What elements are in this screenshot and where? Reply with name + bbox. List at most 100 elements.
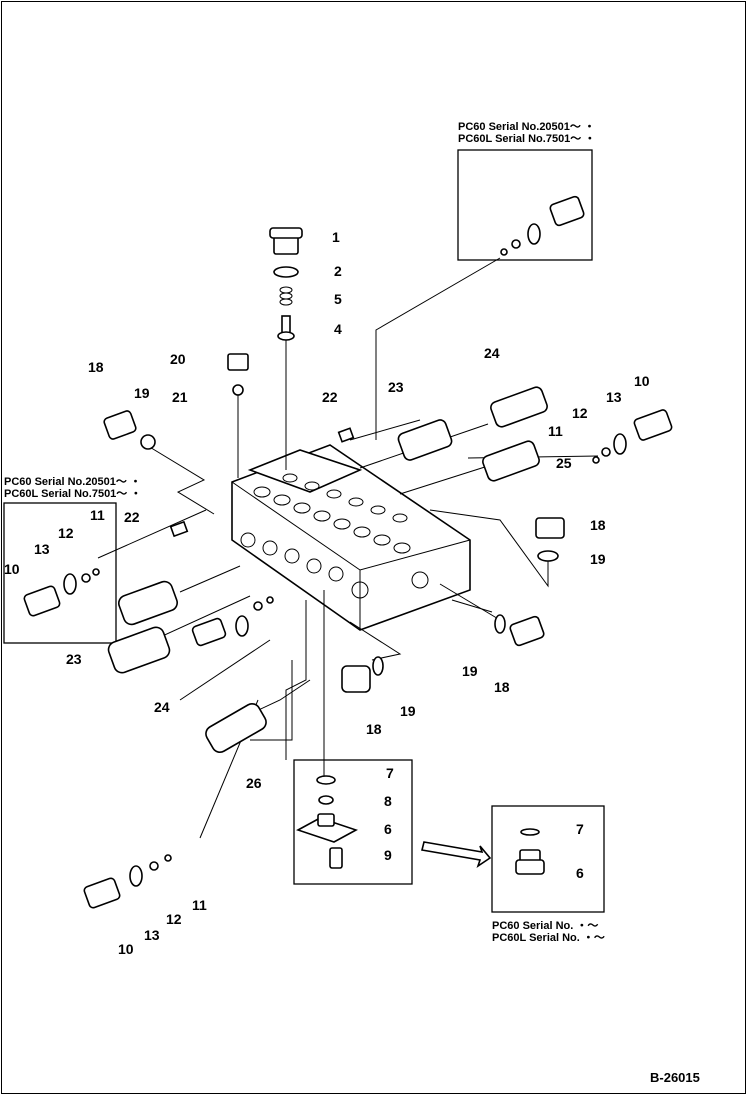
part-o-ring-19-left xyxy=(140,434,156,450)
part-valve-23-left xyxy=(118,580,178,626)
part-o-ring-13-right xyxy=(613,433,627,455)
part-relief-10-right xyxy=(633,409,673,441)
part-ring-11-top xyxy=(500,248,508,256)
callout-label: 19 xyxy=(590,551,606,567)
part-valve-25 xyxy=(482,440,540,482)
part-ring-11-left xyxy=(92,568,100,576)
callout-label: 12 xyxy=(166,911,182,927)
part-ring-11-right xyxy=(592,456,600,464)
part-spring-5 xyxy=(279,286,293,306)
inset-box-left xyxy=(3,502,117,644)
callout-label: 13 xyxy=(144,927,160,943)
callout-label: 9 xyxy=(384,847,392,863)
part-o-ring-13-left xyxy=(63,573,77,595)
part-plug-18-left xyxy=(103,410,137,440)
callout-label: 24 xyxy=(484,345,500,361)
serial-note-line: PC60L Serial No.7501～ ・ xyxy=(458,133,596,145)
serial-note-line: PC60 Serial No.20501～ ・ xyxy=(458,121,595,133)
callout-label: 1 xyxy=(332,229,340,245)
callout-label: 22 xyxy=(124,509,140,525)
callout-label: 5 xyxy=(334,291,342,307)
inset-box-bottom-right xyxy=(491,805,605,913)
part-o-ring-13-top xyxy=(527,223,541,245)
callout-label: 18 xyxy=(590,517,606,533)
callout-label: 6 xyxy=(384,821,392,837)
callout-label: 22 xyxy=(322,389,338,405)
part-o-ring-7 xyxy=(316,775,336,785)
callout-label: 7 xyxy=(576,821,584,837)
callout-label: 10 xyxy=(4,561,20,577)
callout-label: 23 xyxy=(388,379,404,395)
callout-label: 18 xyxy=(88,359,104,375)
part-o-ring-7-inset xyxy=(520,828,540,836)
part-o-ring-19-bottom xyxy=(372,656,384,676)
callout-label: 8 xyxy=(384,793,392,809)
part-plug-6-inset xyxy=(515,849,545,875)
callout-label: 19 xyxy=(462,663,478,679)
part-plug-1 xyxy=(269,227,303,255)
leader-lines xyxy=(97,257,599,839)
part-o-ring-19-right xyxy=(537,550,559,562)
serial-note-top-right: PC60 Serial No.20501～ ・ PC60L Serial No.… xyxy=(458,121,595,145)
callout-label: 7 xyxy=(386,765,394,781)
callout-label: 19 xyxy=(134,385,150,401)
part-plug-18-bottom xyxy=(341,665,371,693)
part-o-ring-21 xyxy=(232,384,244,396)
document-id: B-26015 xyxy=(650,1070,700,1085)
part-washer-8 xyxy=(318,795,334,805)
callout-label: 13 xyxy=(34,541,50,557)
callout-label: 11 xyxy=(192,897,207,913)
part-o-ring-2 xyxy=(273,266,299,278)
part-plug-22-left xyxy=(169,520,189,538)
callout-label: 11 xyxy=(548,423,563,439)
callout-label: 20 xyxy=(170,351,186,367)
callout-label: 11 xyxy=(90,507,105,523)
part-ring-center-a xyxy=(253,601,263,611)
callout-label: 19 xyxy=(400,703,416,719)
part-plug-18-lower-right xyxy=(509,615,545,647)
part-ring-12-right xyxy=(601,447,611,457)
callout-label: 23 xyxy=(66,651,82,667)
control-valve-body xyxy=(231,444,471,631)
callout-label: 12 xyxy=(572,405,588,421)
part-poppet-4 xyxy=(277,315,295,341)
serial-note-line: PC60L Serial No.7501～ ・ xyxy=(4,488,142,500)
callout-label: 12 xyxy=(58,525,74,541)
part-valve-26 xyxy=(205,703,267,753)
callout-label: 26 xyxy=(246,775,262,791)
direction-arrow xyxy=(421,841,492,868)
callout-label: 18 xyxy=(494,679,510,695)
part-plug-22-top xyxy=(337,427,355,443)
callout-label: 10 xyxy=(118,941,134,957)
part-ring-12-top xyxy=(511,239,521,249)
part-valve-23-top xyxy=(397,419,453,461)
part-bolt-9 xyxy=(329,847,343,869)
callout-label: 2 xyxy=(334,263,342,279)
part-ring-11-bottom xyxy=(164,854,172,862)
callout-label: 21 xyxy=(172,389,188,405)
callout-label: 13 xyxy=(606,389,622,405)
part-ring-12-left xyxy=(81,573,91,583)
callout-label: 10 xyxy=(634,373,650,389)
part-relief-10-left xyxy=(23,585,61,617)
serial-note-line: PC60 Serial No.20501～ ・ xyxy=(4,476,141,488)
callout-label: 18 xyxy=(366,721,382,737)
part-plug-18-right xyxy=(535,517,565,539)
part-relief-10-bottom xyxy=(83,877,121,909)
part-relief-10-top xyxy=(549,195,585,227)
serial-note-line: PC60 Serial No. ・～ xyxy=(492,920,599,932)
part-plug-20 xyxy=(227,353,249,371)
part-flange-6 xyxy=(296,813,358,843)
part-valve-24-left xyxy=(107,626,171,674)
part-o-ring-13-bottom xyxy=(129,865,143,887)
callout-label: 25 xyxy=(556,455,572,471)
part-o-ring-center xyxy=(235,615,249,637)
serial-note-bottom-right: PC60 Serial No. ・～ PC60L Serial No. ・～ xyxy=(492,920,605,944)
inset-box-top-right xyxy=(457,149,593,261)
part-ring-center-b xyxy=(266,596,274,604)
callout-labels: 1 2 5 4 20 21 18 19 22 23 24 10 13 12 11… xyxy=(4,229,650,957)
serial-note-line: PC60L Serial No. ・～ xyxy=(492,932,605,944)
callout-label: 24 xyxy=(154,699,170,715)
